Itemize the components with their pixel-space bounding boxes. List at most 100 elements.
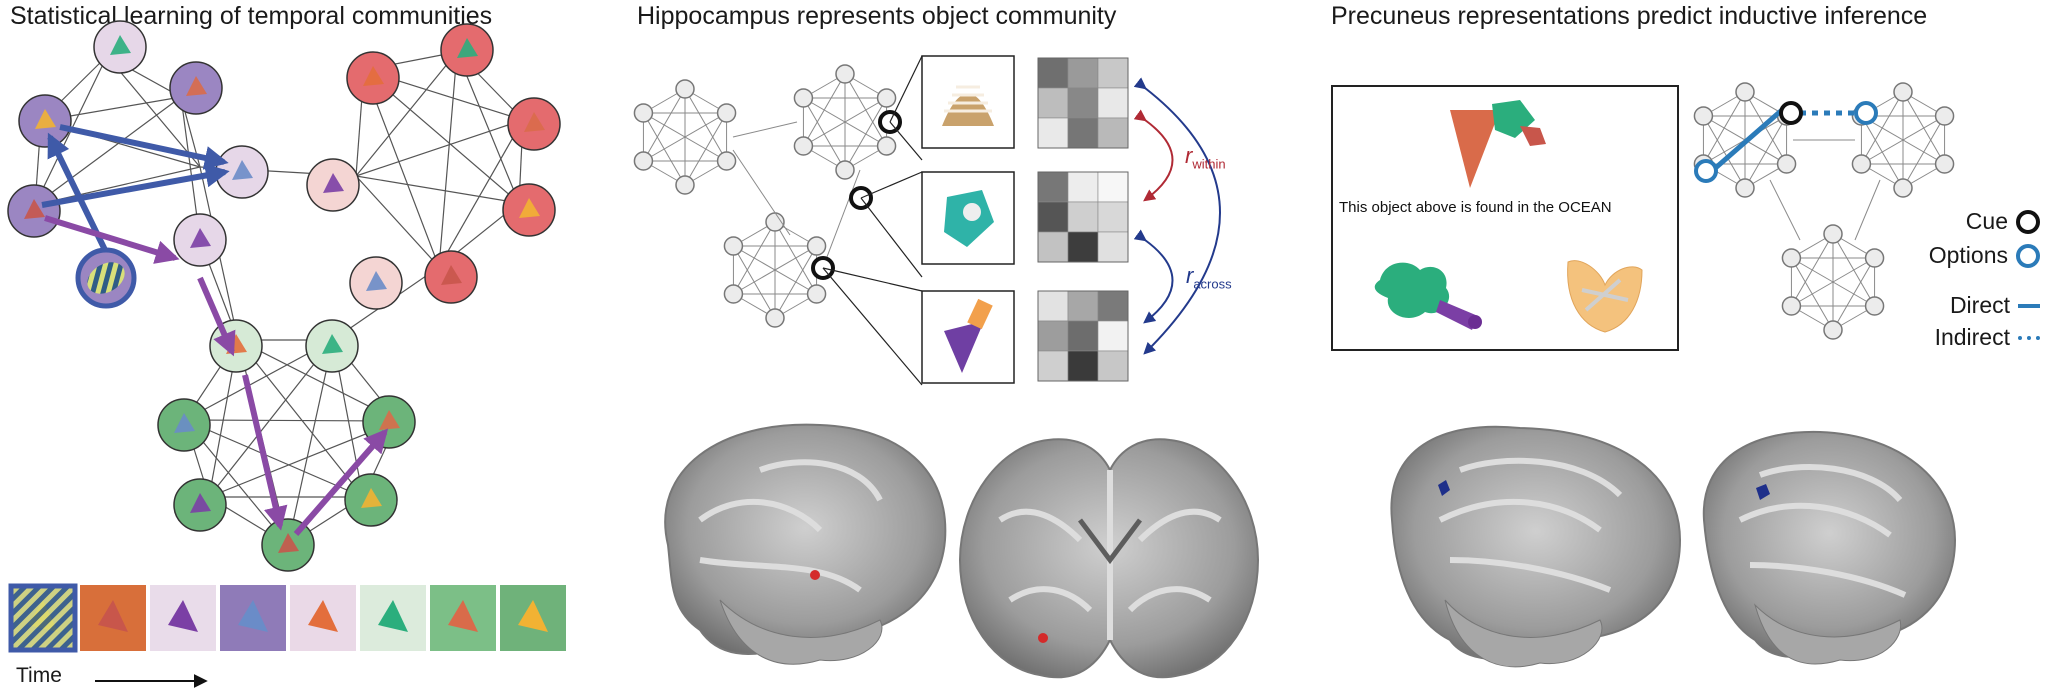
graph-node bbox=[633, 151, 654, 171]
rsm-cell bbox=[1067, 201, 1099, 233]
middle-panel-title: Hippocampus represents object community bbox=[637, 2, 1117, 30]
time-strip-object bbox=[238, 600, 268, 632]
bridge-edge bbox=[1854, 179, 1881, 241]
ocean-caption: This object above is found in the OCEAN bbox=[1339, 199, 1612, 216]
rsm-frame bbox=[1037, 290, 1129, 382]
rsm-cell bbox=[1067, 290, 1099, 322]
community-edge bbox=[456, 51, 520, 204]
object-glyph bbox=[457, 38, 478, 58]
graph-node bbox=[1893, 82, 1913, 102]
zoom-connector-lines bbox=[822, 55, 923, 386]
community-edge bbox=[287, 339, 334, 546]
rsm-cell bbox=[1067, 320, 1099, 352]
rsm-cell bbox=[1067, 350, 1099, 382]
graph-edge bbox=[1702, 115, 1746, 189]
left-community-graph-nodes bbox=[7, 20, 561, 572]
time-strip-object bbox=[98, 600, 128, 632]
brain-sagittal-precuneus-left bbox=[1390, 425, 1682, 668]
legend-indirect: Indirect bbox=[1935, 324, 2040, 351]
rsm-cell bbox=[1097, 171, 1129, 203]
graph-edge bbox=[803, 97, 887, 147]
middle-community-graph bbox=[633, 64, 902, 328]
legend-cue: Cue bbox=[1966, 208, 2040, 235]
graph-node bbox=[1735, 82, 1755, 102]
graph-node bbox=[1776, 154, 1797, 174]
graph-edge bbox=[1860, 115, 1904, 189]
graph-edge bbox=[1790, 257, 1834, 331]
graph-node bbox=[675, 79, 695, 99]
rsm-frame bbox=[1037, 57, 1129, 149]
graph-edge bbox=[802, 97, 846, 171]
graph-edge bbox=[1861, 115, 1945, 165]
graph-node bbox=[835, 64, 855, 84]
rsm-cell bbox=[1097, 350, 1129, 382]
rsm-frame bbox=[1037, 171, 1129, 263]
graph-node bbox=[716, 103, 737, 123]
rsm-cell bbox=[1067, 231, 1099, 263]
object-glyph bbox=[190, 228, 211, 248]
graph-node bbox=[876, 88, 897, 108]
community-edge bbox=[237, 339, 364, 498]
graph-node bbox=[1934, 154, 1955, 174]
outer-arc bbox=[1133, 77, 1221, 355]
rsm-cell bbox=[1097, 320, 1129, 352]
community-edge bbox=[355, 175, 520, 204]
object-glyph bbox=[190, 493, 211, 513]
striped-object-icon bbox=[87, 262, 125, 294]
graph-node bbox=[1934, 106, 1955, 126]
legend-indirect-label: Indirect bbox=[1934, 324, 2010, 350]
time-strip-start-object bbox=[12, 587, 74, 649]
graph-edge bbox=[733, 245, 817, 295]
rsm-cell bbox=[1097, 201, 1129, 233]
object-glyph bbox=[366, 271, 387, 291]
rsm-cell bbox=[1067, 57, 1099, 89]
community-edge bbox=[355, 51, 458, 177]
graph-node bbox=[1864, 296, 1885, 316]
rsm-cell bbox=[1037, 350, 1069, 382]
indirect-line-icon bbox=[2018, 335, 2040, 340]
r-across-label: racross bbox=[1186, 263, 1232, 292]
rsm-cell bbox=[1037, 87, 1069, 119]
rsm-cell bbox=[1037, 201, 1069, 233]
community-edge bbox=[438, 51, 458, 268]
time-strip-object bbox=[168, 600, 198, 632]
object-box bbox=[921, 290, 1015, 384]
graph-node bbox=[835, 160, 855, 180]
right-panel-title: Precuneus representations predict induct… bbox=[1331, 2, 1928, 30]
options-ring-icon bbox=[2016, 243, 2040, 268]
time-strip bbox=[8, 583, 566, 653]
object-glyph bbox=[379, 410, 400, 430]
direct-path bbox=[1710, 108, 1784, 173]
graph-node bbox=[633, 103, 654, 123]
brain-coronal-hippocampus bbox=[958, 438, 1260, 679]
graph-node bbox=[716, 151, 737, 171]
graph-node bbox=[1864, 248, 1885, 268]
bridge-edge bbox=[1769, 179, 1801, 241]
community-edge bbox=[355, 175, 440, 268]
graph-node bbox=[806, 236, 827, 256]
object-boxes bbox=[921, 55, 1015, 384]
left-panel-title: Statistical learning of temporal communi… bbox=[10, 2, 493, 30]
legend-options-label: Options bbox=[1928, 242, 2008, 268]
object-glyph bbox=[174, 413, 195, 433]
rsm-cell bbox=[1037, 320, 1069, 352]
object-glyph bbox=[361, 488, 382, 508]
graph-node bbox=[793, 136, 814, 156]
graph-node bbox=[1735, 178, 1755, 198]
rsm-cell bbox=[1067, 117, 1099, 149]
graph-node bbox=[1693, 106, 1714, 126]
legend-direct: Direct bbox=[1950, 292, 2040, 319]
graph-edge bbox=[642, 112, 686, 186]
walk-arrows bbox=[41, 124, 389, 536]
community-edge bbox=[355, 119, 524, 177]
graph-node bbox=[1823, 320, 1843, 340]
graph-edge bbox=[732, 245, 776, 319]
spike-object bbox=[944, 321, 984, 373]
time-strip-object bbox=[518, 600, 548, 632]
legend-cue-label: Cue bbox=[1965, 208, 2008, 234]
graph-edge bbox=[643, 112, 727, 162]
legend-direct-label: Direct bbox=[1949, 292, 2010, 318]
graph-node bbox=[1781, 248, 1802, 268]
